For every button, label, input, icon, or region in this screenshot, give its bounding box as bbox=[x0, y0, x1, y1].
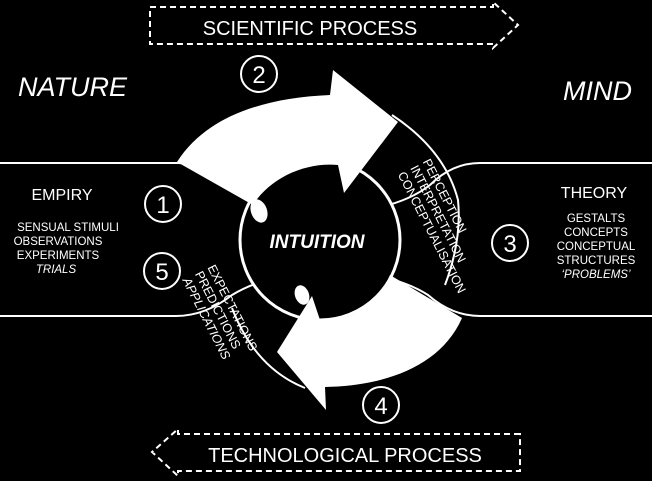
theory-line-1: GESTALTS bbox=[567, 213, 626, 225]
step-5-number: 5 bbox=[155, 259, 168, 286]
step-1-number: 1 bbox=[156, 192, 169, 219]
step-1-circle bbox=[144, 185, 182, 223]
empiry-line-3: EXPERIMENTS bbox=[17, 250, 100, 262]
top-banner-arrow bbox=[149, 0, 520, 51]
right-outer-arc bbox=[391, 114, 460, 286]
theory-italic: ‘PROBLEMS’ bbox=[561, 269, 630, 281]
empiry-line-2: OBSERVATIONS bbox=[14, 236, 103, 248]
nature-label: NATURE bbox=[18, 72, 128, 102]
theory-line-3: CONCEPTUAL bbox=[557, 241, 636, 253]
step-2-circle bbox=[240, 55, 278, 93]
step-5-circle bbox=[143, 252, 181, 290]
lower-cycle-arrow bbox=[277, 275, 462, 410]
empiry-title: EMPIRY bbox=[31, 187, 92, 204]
step-4-circle bbox=[362, 386, 400, 424]
step-5: 5 bbox=[143, 252, 181, 290]
bottom-banner-label: TECHNOLOGICAL PROCESS bbox=[208, 445, 482, 467]
lower-drop bbox=[294, 285, 310, 305]
step-3-number: 3 bbox=[503, 231, 516, 258]
mind-label: MIND bbox=[563, 76, 632, 106]
step-3: 3 bbox=[491, 224, 529, 262]
theory-line-4: STRUCTURES bbox=[557, 255, 636, 267]
top-banner-label: SCIENTIFIC PROCESS bbox=[203, 18, 417, 40]
step-1: 1 bbox=[144, 185, 182, 223]
bottom-banner-arrow bbox=[150, 426, 521, 479]
left-outer-arc bbox=[231, 307, 306, 389]
step-4-number: 4 bbox=[374, 393, 387, 420]
theory-line-2: CONCEPTS bbox=[564, 227, 628, 239]
empiry-line-1: SENSUAL STIMULI bbox=[17, 222, 119, 234]
step-2-number: 2 bbox=[252, 62, 265, 89]
empiry-italic: TRIALS bbox=[36, 264, 77, 276]
upper-cycle-arrow bbox=[177, 70, 398, 205]
step-2: 2 bbox=[240, 55, 278, 93]
step-3-circle bbox=[491, 224, 529, 262]
theory-title: THEORY bbox=[561, 185, 628, 202]
left-drop bbox=[250, 199, 268, 223]
intuition-label: INTUITION bbox=[270, 232, 366, 253]
step-4: 4 bbox=[362, 386, 400, 424]
